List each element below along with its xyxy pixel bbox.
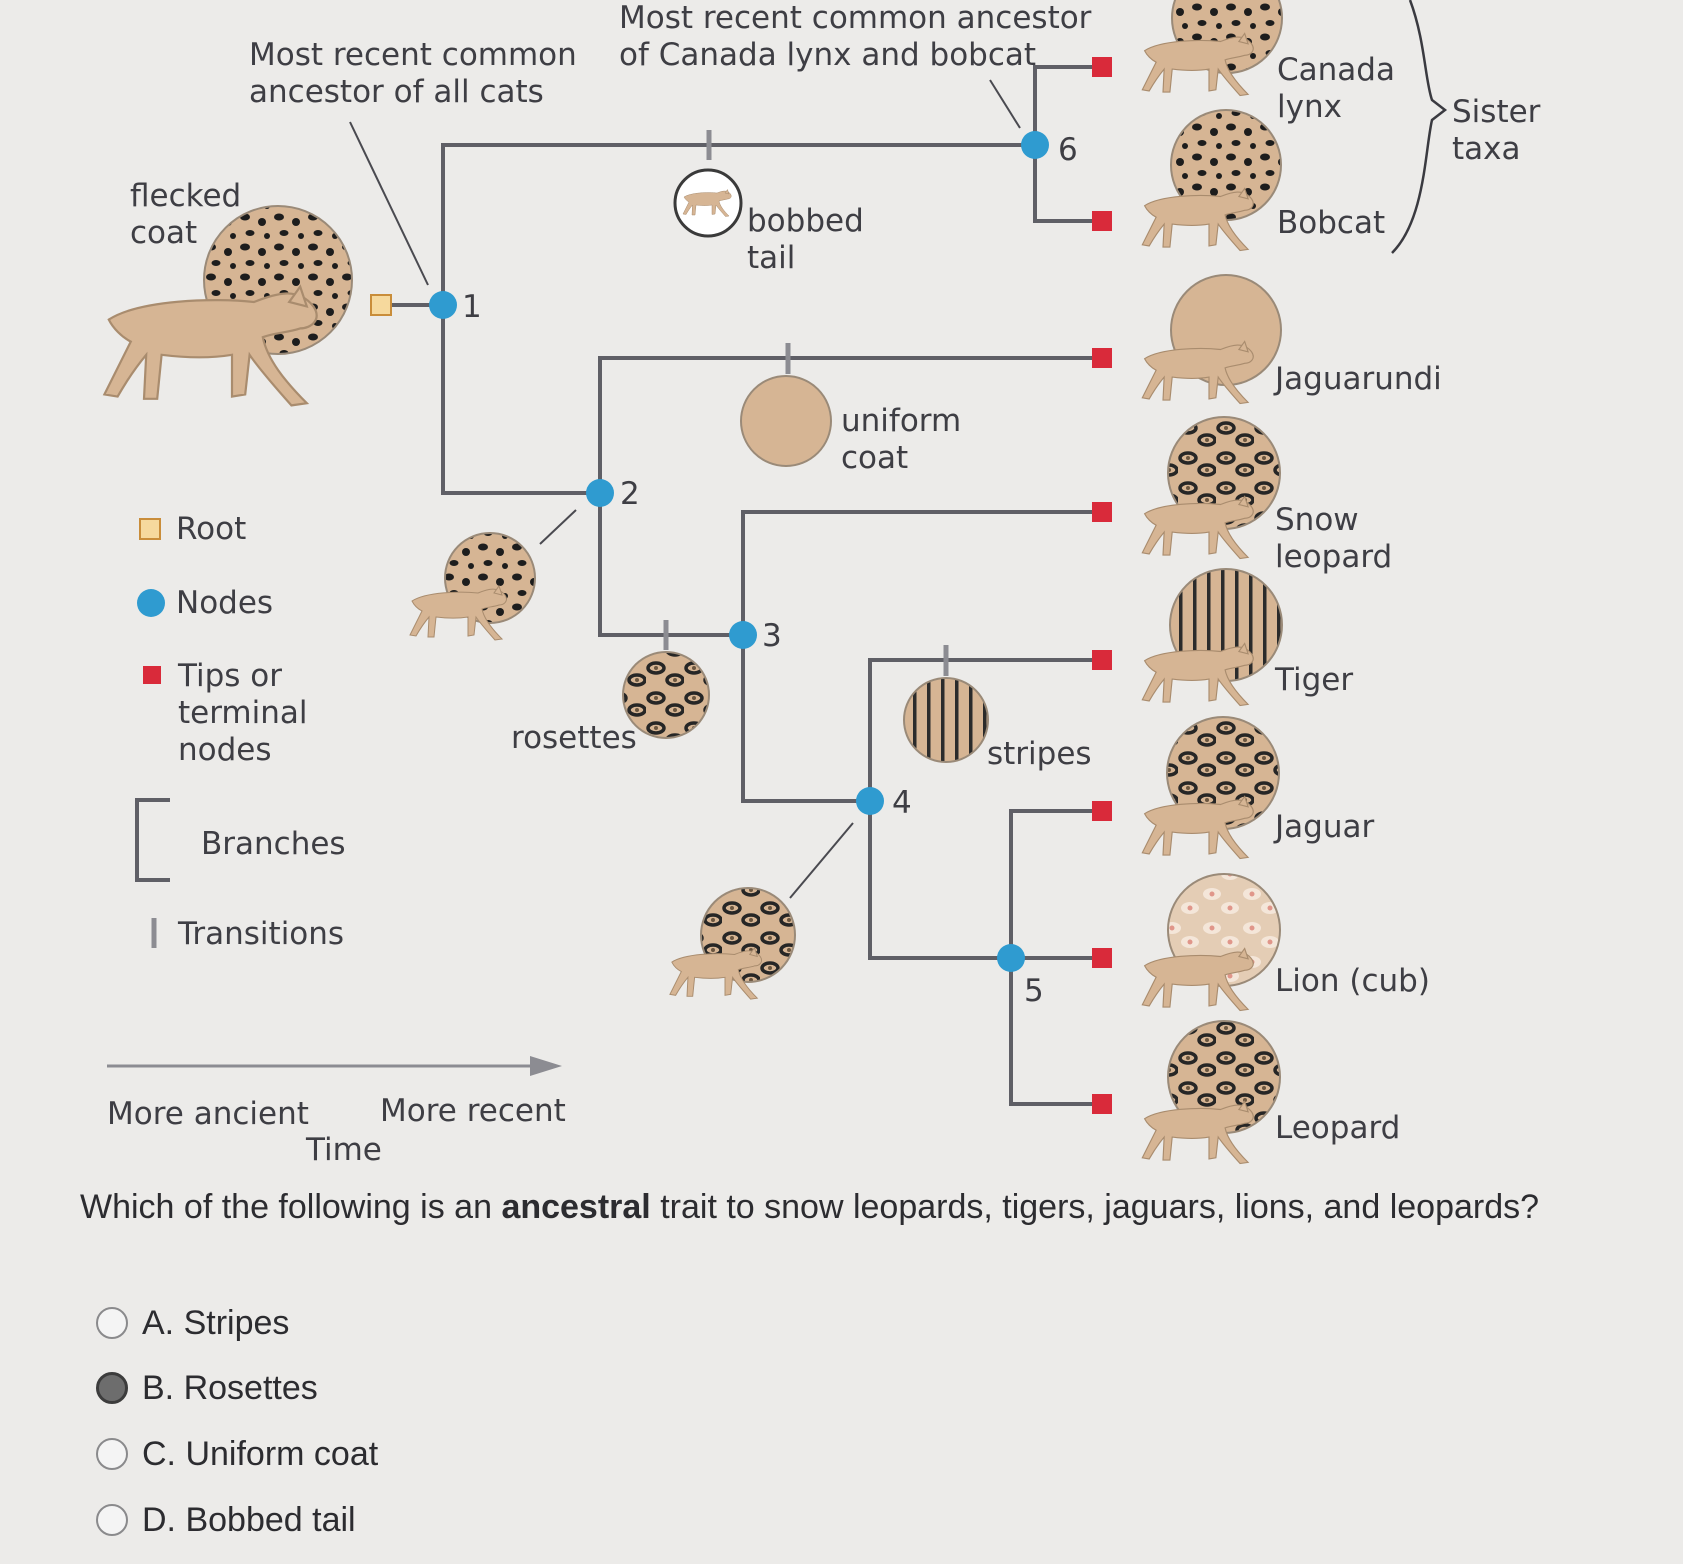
time-arrow	[107, 1056, 562, 1076]
tip-snow-leopard	[1092, 502, 1112, 522]
question-emphasis: ancestral	[501, 1188, 650, 1226]
time-more-ancient: More ancient	[107, 1096, 309, 1133]
annotation-uniform-coat: uniform coat	[841, 403, 961, 477]
node-2	[586, 479, 614, 507]
tip-jaguarundi	[1092, 348, 1112, 368]
legend-branch-icon	[137, 800, 170, 880]
node-3	[729, 621, 757, 649]
option-a-radio[interactable]	[96, 1307, 128, 1339]
time-axis-label: Time	[306, 1132, 382, 1169]
node-4	[856, 787, 884, 815]
taxon-lion-cub: Lion (cub)	[1275, 963, 1430, 1000]
taxon-leopard: Leopard	[1275, 1110, 1400, 1147]
node-label-1: 1	[462, 289, 482, 326]
legend-root-icon	[140, 519, 160, 539]
tip-leopard	[1092, 1094, 1112, 1114]
option-b-label: B. Rosettes	[142, 1369, 318, 1408]
leopard-illustration	[1142, 1021, 1280, 1164]
option-a-label: A. Stripes	[142, 1304, 289, 1343]
annotation-mrca-all-cats: Most recent common ancestor of all cats	[249, 37, 577, 111]
legend-nodes-label: Nodes	[176, 585, 273, 622]
stripes-swatch	[904, 678, 988, 762]
option-c-radio[interactable]	[96, 1438, 128, 1470]
option-c-label: C. Uniform coat	[142, 1435, 378, 1474]
annotation-flecked-coat: flecked coat	[130, 178, 241, 252]
lion-cub-illustration	[1142, 874, 1280, 1011]
branch-3-snowleopard	[743, 512, 1100, 635]
question-text: Which of the following is an ancestral t…	[80, 1188, 1539, 1227]
node-label-3: 3	[762, 618, 782, 655]
taxon-snow-leopard: Snow leopard	[1275, 502, 1392, 576]
branch-5-jaguar	[1011, 811, 1100, 958]
root-marker	[371, 295, 391, 315]
option-d-radio[interactable]	[96, 1504, 128, 1536]
taxon-bobcat: Bobcat	[1277, 205, 1385, 242]
tip-jaguar	[1092, 801, 1112, 821]
annotation-mrca-lynx-bobcat: Most recent common ancestor of Canada ly…	[619, 0, 1091, 74]
jaguarundi-illustration	[1142, 275, 1281, 404]
taxon-jaguarundi: Jaguarundi	[1275, 361, 1442, 398]
annotation-sister-taxa: Sister taxa	[1452, 94, 1540, 168]
node-label-6: 6	[1058, 132, 1078, 169]
legend-branches-label: Branches	[201, 826, 346, 863]
branch-1-6	[443, 145, 1035, 305]
snow-leopard-illustration	[1142, 417, 1280, 559]
node-5	[997, 944, 1025, 972]
node-6	[1021, 131, 1049, 159]
branch-1-2	[443, 305, 600, 493]
option-d-label: D. Bobbed tail	[142, 1501, 356, 1540]
taxon-canada-lynx: Canada lynx	[1277, 52, 1395, 126]
node2-rosette-ancestor	[410, 533, 535, 640]
node4-rosette-ancestor	[670, 888, 795, 999]
legend-tips-label: Tips or terminal nodes	[178, 658, 308, 769]
legend-transitions-label: Transitions	[178, 916, 344, 953]
tip-tiger	[1092, 650, 1112, 670]
node-label-5: 5	[1024, 973, 1044, 1010]
sister-taxa-brace	[1392, 0, 1445, 253]
annotation-bobbed-tail: bobbed tail	[747, 203, 864, 277]
tip-bobcat	[1092, 211, 1112, 231]
option-a[interactable]: A. Stripes	[96, 1299, 289, 1347]
tip-canada-lynx	[1092, 57, 1112, 77]
node-label-2: 2	[620, 476, 640, 513]
annotation-stripes: stripes	[987, 736, 1092, 773]
bobbed-tail-illustration	[675, 170, 741, 236]
legend-node-icon	[137, 589, 165, 617]
branch-4-5	[870, 801, 1011, 958]
canada-lynx-illustration	[1142, 0, 1282, 96]
legend-root-label: Root	[176, 511, 246, 548]
tiger-illustration	[1142, 569, 1282, 706]
legend-tip-icon	[143, 666, 161, 684]
node-label-4: 4	[892, 785, 912, 822]
uniform-coat-swatch	[741, 376, 831, 466]
annotation-rosettes: rosettes	[511, 720, 637, 757]
branch-3-4	[743, 635, 870, 801]
bobcat-illustration	[1142, 110, 1281, 251]
taxon-tiger: Tiger	[1275, 662, 1353, 699]
jaguar-illustration	[1142, 717, 1279, 859]
node-1	[429, 291, 457, 319]
option-d[interactable]: D. Bobbed tail	[96, 1496, 356, 1544]
taxon-jaguar: Jaguar	[1275, 809, 1374, 846]
question-suffix: trait to snow leopards, tigers, jaguars,…	[651, 1188, 1539, 1226]
option-b-radio-selected[interactable]	[96, 1372, 128, 1404]
option-b[interactable]: B. Rosettes	[96, 1364, 318, 1412]
option-c[interactable]: C. Uniform coat	[96, 1430, 378, 1478]
tip-markers	[1092, 57, 1112, 1114]
branch-2-3	[600, 493, 743, 635]
time-more-recent: More recent	[380, 1093, 566, 1130]
tip-lion	[1092, 948, 1112, 968]
question-prefix: Which of the following is an	[80, 1188, 501, 1226]
